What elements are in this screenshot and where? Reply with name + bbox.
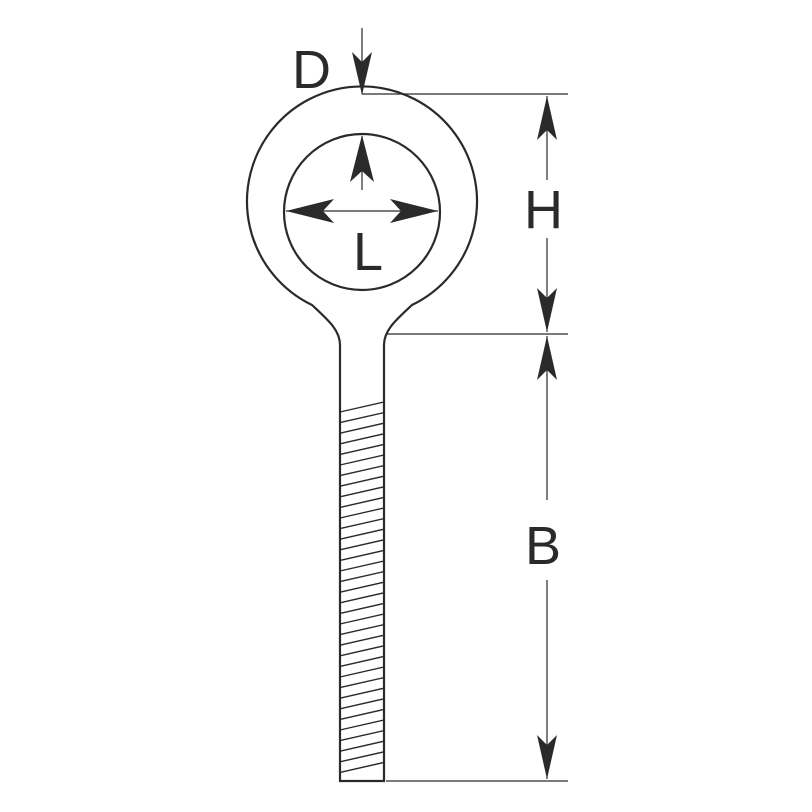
thread-line [339,507,385,519]
thread-line [339,740,385,752]
thread-line [339,475,385,487]
thread-line [339,687,385,699]
eye-bolt-outline [245,85,479,783]
label-d: D [292,40,331,100]
label-l: L [353,222,383,282]
dimension-b-arrow-up [537,336,557,380]
thread-line [339,645,385,657]
thread-line [339,560,385,572]
thread-line [339,422,385,434]
thread-line [339,401,385,413]
dimension-h-arrow-up [537,96,557,140]
thread-line [339,634,385,646]
thread-line [339,761,385,774]
thread-line [339,623,385,636]
dimension-d-arrow [352,52,372,95]
thread-line [339,676,385,689]
thread-line [339,496,385,509]
eye-inner-hole [282,132,442,292]
thread-line [339,655,385,668]
thread-line [339,517,385,530]
thread-line [339,486,385,498]
thread-line [339,570,385,583]
thread-line [339,443,385,456]
label-b: B [525,516,561,576]
thread-line [339,464,385,477]
dimension-l-arrow-right [390,199,438,223]
thread-line [339,613,385,625]
thread-line [339,592,385,604]
thread-line [339,581,385,593]
thread-line [339,698,385,710]
thread-lines [339,401,385,774]
thread-line [339,549,385,562]
thread-line [339,602,385,615]
thread-line [339,719,385,731]
dimension-l-arrow-up [350,135,374,182]
thread-line [339,454,385,466]
thread-line [339,433,385,445]
dimension-b-arrow-down [537,735,557,779]
thread-line [339,729,385,742]
thread-line [339,666,385,678]
thread-line [339,411,385,424]
label-h: H [524,180,563,240]
thread-line [339,539,385,551]
dimension-h-arrow-down [537,288,557,332]
dimension-l-arrow-left [286,199,334,223]
thread-line [339,528,385,540]
thread-line [339,751,385,763]
thread-line [339,708,385,721]
